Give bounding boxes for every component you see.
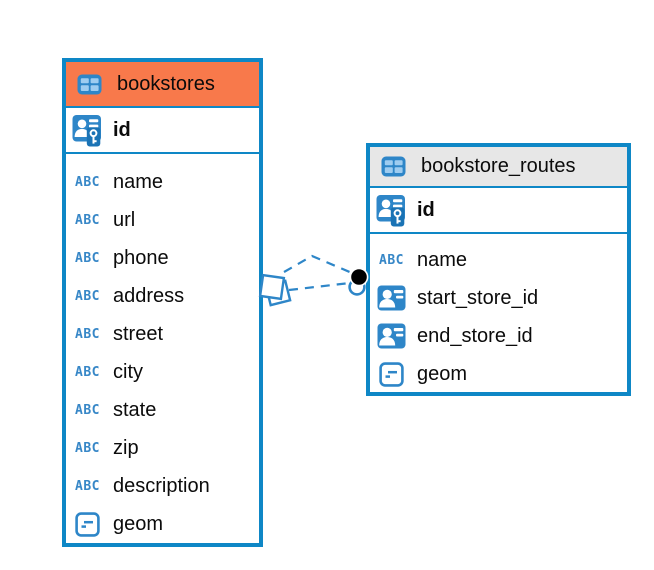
text-type-icon: ABC bbox=[75, 440, 100, 456]
relation-line-upper[interactable] bbox=[283, 254, 353, 275]
entity-header-bookstores[interactable]: bookstores bbox=[66, 62, 259, 108]
column-row-name[interactable]: ABC name bbox=[370, 241, 627, 279]
relation-source-marker[interactable] bbox=[258, 273, 292, 307]
column-name: city bbox=[113, 360, 143, 383]
column-row-description[interactable]: ABC description bbox=[66, 467, 259, 505]
relation-line-lower[interactable] bbox=[288, 281, 351, 292]
reference-type-icon bbox=[376, 285, 407, 311]
column-row-geom[interactable]: geom bbox=[370, 355, 627, 393]
column-name: name bbox=[417, 248, 468, 271]
text-type-icon: ABC bbox=[75, 250, 100, 266]
column-name: geom bbox=[113, 512, 164, 535]
column-row-phone[interactable]: ABC phone bbox=[66, 239, 259, 277]
table-icon bbox=[74, 74, 105, 95]
column-list: ABC name start_store_id bbox=[370, 234, 627, 393]
column-row-url[interactable]: ABC url bbox=[66, 201, 259, 239]
column-name: address bbox=[113, 284, 185, 307]
column-name: description bbox=[113, 474, 210, 497]
column-row-id[interactable]: id bbox=[66, 108, 259, 154]
column-row-geom[interactable]: geom bbox=[66, 505, 259, 543]
primary-key-icon bbox=[376, 194, 407, 227]
primary-key-icon bbox=[72, 114, 103, 147]
column-row-zip[interactable]: ABC zip bbox=[66, 429, 259, 467]
column-row-state[interactable]: ABC state bbox=[66, 391, 259, 429]
column-name: street bbox=[113, 322, 164, 345]
text-type-icon: ABC bbox=[75, 478, 100, 494]
column-row-name[interactable]: ABC name bbox=[66, 163, 259, 201]
column-name: end_store_id bbox=[417, 324, 533, 347]
column-row-address[interactable]: ABC address bbox=[66, 277, 259, 315]
column-name: url bbox=[113, 208, 136, 231]
column-row-id[interactable]: id bbox=[370, 188, 627, 234]
text-type-icon: ABC bbox=[75, 174, 100, 190]
column-name: start_store_id bbox=[417, 286, 539, 309]
text-type-icon: ABC bbox=[379, 252, 404, 268]
column-list: ABC name ABC url ABC phone ABC address A… bbox=[66, 154, 259, 543]
text-type-icon: ABC bbox=[75, 288, 100, 304]
table-title: bookstores bbox=[117, 72, 215, 95]
relation-target-marker[interactable] bbox=[348, 267, 369, 296]
table-title: bookstore_routes bbox=[421, 155, 576, 177]
table-icon bbox=[378, 156, 409, 177]
text-type-icon: ABC bbox=[75, 364, 100, 380]
column-name: state bbox=[113, 398, 157, 421]
text-type-icon: ABC bbox=[75, 326, 100, 342]
column-name: zip bbox=[113, 436, 139, 459]
entity-header-bookstore-routes[interactable]: bookstore_routes bbox=[370, 147, 627, 188]
column-row-start-store-id[interactable]: start_store_id bbox=[370, 279, 627, 317]
reference-type-icon bbox=[376, 323, 407, 349]
column-row-street[interactable]: ABC street bbox=[66, 315, 259, 353]
text-type-icon: ABC bbox=[75, 212, 100, 228]
entity-bookstore-routes[interactable]: bookstore_routes id ABC bbox=[366, 143, 631, 396]
column-row-end-store-id[interactable]: end_store_id bbox=[370, 317, 627, 355]
entity-bookstores[interactable]: bookstores id ABC bbox=[62, 58, 263, 547]
column-name: id bbox=[113, 118, 131, 141]
column-name: name bbox=[113, 170, 164, 193]
geometry-type-icon bbox=[376, 361, 407, 387]
text-type-icon: ABC bbox=[75, 402, 100, 418]
column-name: id bbox=[417, 198, 435, 221]
column-name: geom bbox=[417, 362, 468, 385]
geometry-type-icon bbox=[72, 511, 103, 537]
column-row-city[interactable]: ABC city bbox=[66, 353, 259, 391]
column-name: phone bbox=[113, 246, 169, 269]
